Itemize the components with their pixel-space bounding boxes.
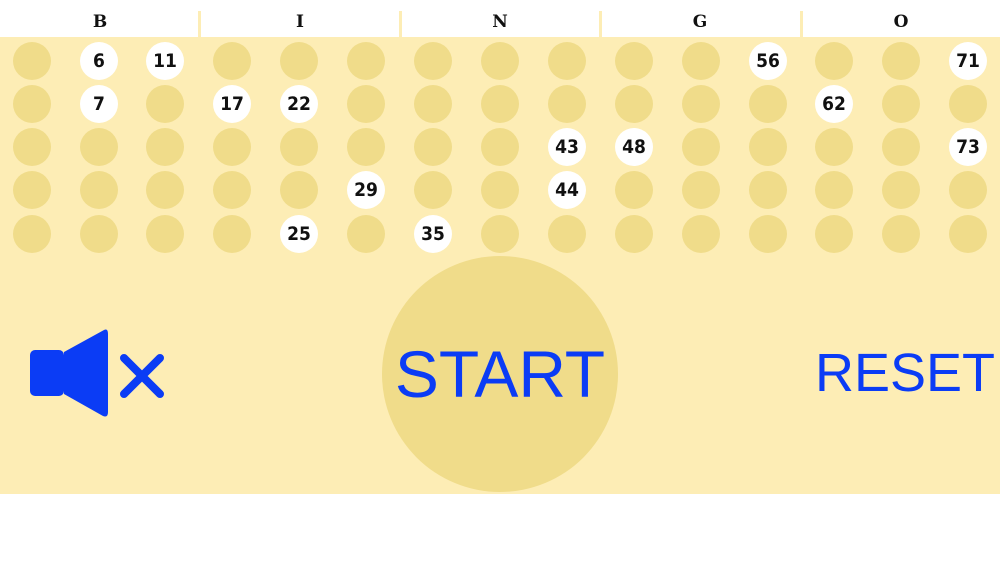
number-ball (13, 128, 51, 166)
start-button[interactable]: START (382, 256, 618, 492)
number-ball (615, 42, 653, 80)
number-ball (682, 128, 720, 166)
reset-button[interactable]: RESET (815, 343, 996, 403)
number-ball (146, 215, 184, 253)
called-number-ball: 25 (280, 215, 318, 253)
number-ball (481, 171, 519, 209)
number-ball (481, 215, 519, 253)
number-ball (213, 215, 251, 253)
number-ball (882, 128, 920, 166)
number-ball (949, 85, 987, 123)
number-ball (615, 215, 653, 253)
number-ball (80, 215, 118, 253)
number-ball (280, 42, 318, 80)
number-ball (146, 128, 184, 166)
number-ball (13, 171, 51, 209)
number-ball (80, 171, 118, 209)
called-number-ball: 56 (749, 42, 787, 80)
column-divider (599, 11, 602, 37)
number-ball (13, 85, 51, 123)
number-ball (213, 128, 251, 166)
number-ball (481, 42, 519, 80)
number-ball (280, 171, 318, 209)
called-number-ball: 48 (615, 128, 653, 166)
number-ball (815, 42, 853, 80)
number-ball (213, 171, 251, 209)
number-ball (949, 215, 987, 253)
number-ball (347, 128, 385, 166)
number-ball (548, 85, 586, 123)
called-number-ball: 6 (80, 42, 118, 80)
called-number-ball: 43 (548, 128, 586, 166)
called-number-ball: 17 (213, 85, 251, 123)
number-ball (682, 85, 720, 123)
header-letter-g: G (692, 12, 708, 32)
called-number-ball: 71 (949, 42, 987, 80)
called-number-ball: 29 (347, 171, 385, 209)
number-ball (548, 215, 586, 253)
header-letter-b: B (92, 12, 108, 32)
number-ball (481, 128, 519, 166)
header-letter-i: I (296, 12, 304, 32)
column-divider (800, 11, 803, 37)
number-ball (749, 171, 787, 209)
number-ball (13, 42, 51, 80)
number-ball (548, 42, 586, 80)
number-ball (615, 171, 653, 209)
called-number-ball: 11 (146, 42, 184, 80)
number-ball (280, 128, 318, 166)
called-number-ball: 62 (815, 85, 853, 123)
called-number-ball: 73 (949, 128, 987, 166)
number-ball (682, 42, 720, 80)
number-ball (682, 215, 720, 253)
called-number-ball: 7 (80, 85, 118, 123)
called-number-ball: 35 (414, 215, 452, 253)
number-ball (146, 171, 184, 209)
number-ball (682, 171, 720, 209)
number-ball (80, 128, 118, 166)
number-ball (882, 85, 920, 123)
column-divider (399, 11, 402, 37)
number-ball (13, 215, 51, 253)
number-ball (749, 128, 787, 166)
number-ball (815, 215, 853, 253)
number-ball (414, 171, 452, 209)
mute-button[interactable] (28, 328, 168, 420)
number-ball (749, 85, 787, 123)
column-divider (198, 11, 201, 37)
number-ball (347, 42, 385, 80)
speaker-muted-icon (30, 329, 164, 417)
number-ball (615, 85, 653, 123)
number-ball (213, 42, 251, 80)
header-letter-o: O (893, 12, 909, 32)
header-letter-n: N (492, 12, 508, 32)
number-ball (146, 85, 184, 123)
number-ball (481, 85, 519, 123)
number-ball (815, 171, 853, 209)
number-ball (882, 171, 920, 209)
number-ball (882, 42, 920, 80)
number-ball (949, 171, 987, 209)
number-ball (414, 85, 452, 123)
number-ball (414, 128, 452, 166)
called-number-ball: 22 (280, 85, 318, 123)
number-ball (347, 85, 385, 123)
number-ball (882, 215, 920, 253)
number-ball (749, 215, 787, 253)
number-ball (414, 42, 452, 80)
number-ball (347, 215, 385, 253)
number-ball (815, 128, 853, 166)
called-number-ball: 44 (548, 171, 586, 209)
bingo-header: B I N G O (0, 0, 1000, 37)
